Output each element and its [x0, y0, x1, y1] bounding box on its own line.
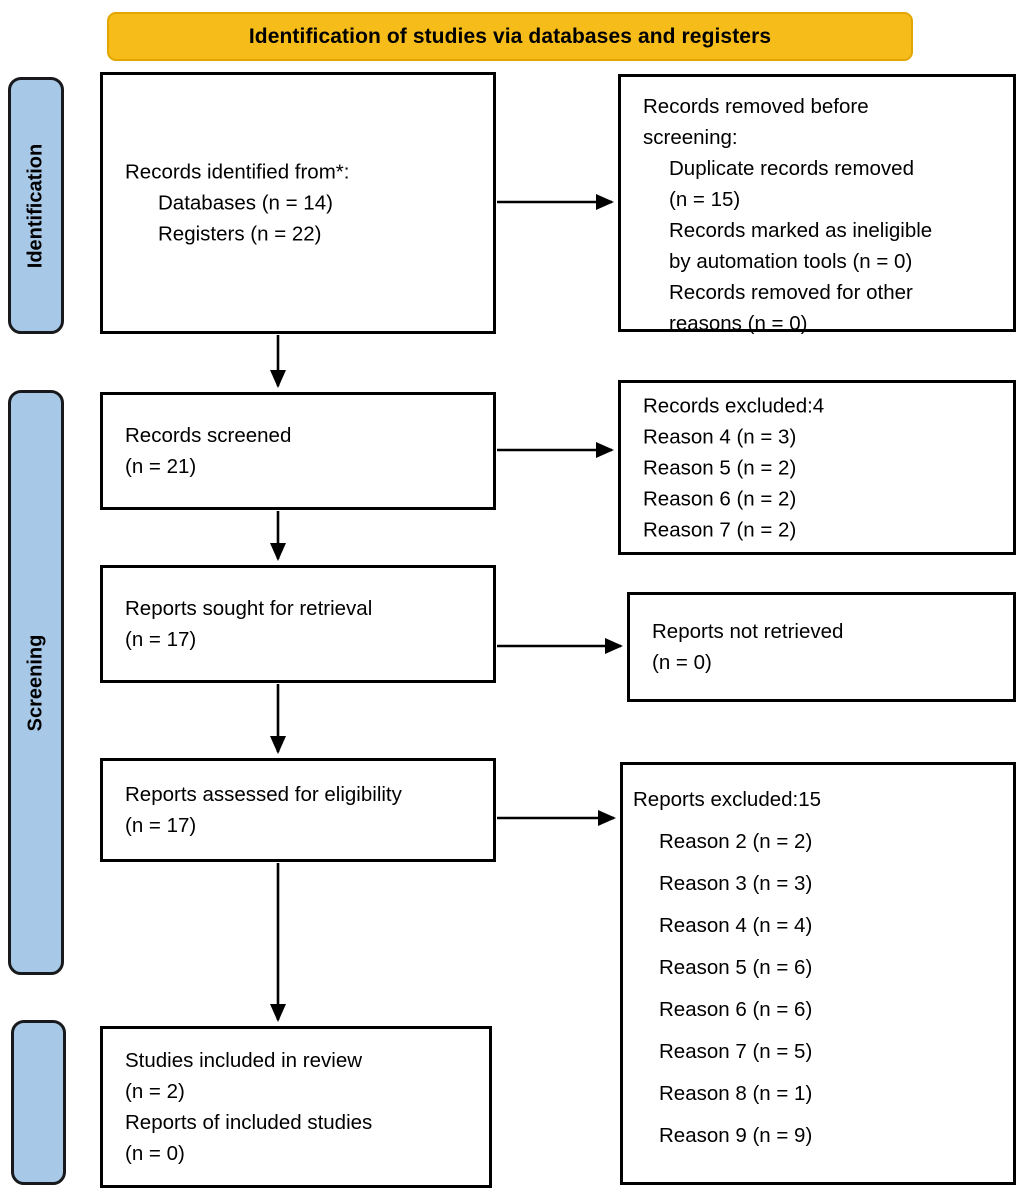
box-reports-sought-for-retrieval: Reports sought for retrieval (n = 17): [100, 565, 496, 683]
stage-rail-identification: Identification: [8, 77, 64, 334]
text-line: (n = 21): [125, 455, 197, 478]
text-line: by automation tools (n = 0): [669, 250, 913, 273]
text-line: Reason 5 (n = 6): [659, 956, 813, 979]
text-line: Reason 8 (n = 1): [659, 1082, 813, 1105]
box-records-removed-before-screening: Records removed before screening: Duplic…: [618, 74, 1016, 335]
box-records-excluded: Records excluded:4 Reason 4 (n = 3) Reas…: [618, 380, 1016, 555]
text-segment-italic: before: [810, 95, 869, 118]
text-line: Reports not retrieved: [652, 620, 844, 643]
box-records-screened: Records screened (n = 21): [100, 392, 496, 510]
records-excluded-header: Records excluded:4: [643, 394, 825, 417]
text-segment: :: [731, 126, 738, 149]
text-line: Studies included in review: [125, 1049, 363, 1072]
text-line: Reason 3 (n = 3): [659, 872, 813, 895]
diagram-title: Identification of studies via databases …: [248, 24, 772, 48]
stage-rail-included: [11, 1020, 66, 1185]
text-line: (n = 2): [125, 1080, 185, 1103]
text-line: (n = 0): [125, 1142, 185, 1165]
box-reports-assessed-for-eligibility: Reports assessed for eligibility (n = 17…: [100, 758, 496, 862]
text-line: Reports assessed for eligibility: [125, 783, 402, 806]
stage-label-screening: Screening: [24, 634, 47, 731]
text-line: Reason 5 (n = 2): [643, 456, 797, 479]
text-line: Records screened: [125, 424, 292, 447]
text-line: Reason 7 (n = 5): [659, 1040, 813, 1063]
text-line: (n = 17): [125, 628, 197, 651]
box-records-screened-content: Records screened (n = 21): [125, 420, 485, 482]
text-line: Duplicate records removed: [669, 157, 914, 180]
text-line: Records removed for other: [669, 281, 913, 304]
box-records-identified: Records identified from*: Databases (n =…: [100, 72, 496, 334]
box-reports-excluded-content: Reports excluded:15 Reason 2 (n = 2) Rea…: [633, 779, 1005, 1157]
text-line: Reason 6 (n = 2): [643, 487, 797, 510]
box-reports-excluded: Reports excluded:15 Reason 2 (n = 2) Rea…: [620, 762, 1016, 1185]
diagram-title-banner: Identification of studies via databases …: [107, 12, 913, 61]
reports-excluded-header: Reports excluded:15: [633, 788, 822, 811]
text-segment-italic: screening: [643, 126, 732, 149]
text-line: Reason 6 (n = 6): [659, 998, 813, 1021]
text-line: (n = 17): [125, 814, 197, 837]
text-line: Records removed before: [643, 91, 1005, 122]
box-studies-included-in-review: Studies included in review (n = 2) Repor…: [100, 1026, 492, 1188]
text-line: (n = 0): [652, 651, 712, 674]
text-line: Records identified from*:: [125, 160, 350, 184]
text-line: Databases (n = 14): [158, 191, 333, 215]
text-line: Reports of included studies: [125, 1111, 373, 1134]
box-records-identified-content: Records identified from*: Databases (n =…: [125, 157, 485, 250]
text-line: Reason 4 (n = 3): [643, 425, 797, 448]
text-line: Reason 4 (n = 4): [659, 914, 813, 937]
box-reports-not-retrieved-content: Reports not retrieved (n = 0): [652, 616, 1005, 678]
text-line: Records marked as ineligible: [669, 219, 933, 242]
text-line: Reason 7 (n = 2): [643, 518, 797, 541]
box-records-excluded-content: Records excluded:4 Reason 4 (n = 3) Reas…: [643, 390, 1005, 545]
box-reports-not-retrieved: Reports not retrieved (n = 0): [627, 592, 1016, 702]
text-line: Reason 9 (n = 9): [659, 1124, 813, 1147]
text-line: Reason 2 (n = 2): [659, 830, 813, 853]
text-line: Reports sought for retrieval: [125, 597, 373, 620]
text-line: Registers (n = 22): [158, 222, 322, 246]
text-line: (n = 15): [669, 188, 741, 211]
text-line: screening:: [643, 122, 1005, 153]
box-reports-sought-content: Reports sought for retrieval (n = 17): [125, 593, 485, 655]
box-records-removed-content: Records removed before screening: Duplic…: [643, 91, 1005, 339]
stage-label-identification: Identification: [24, 143, 47, 268]
text-line: reasons (n = 0): [669, 312, 808, 335]
stage-rail-screening: Screening: [8, 390, 64, 975]
box-studies-included-content: Studies included in review (n = 2) Repor…: [125, 1045, 481, 1169]
box-reports-assessed-content: Reports assessed for eligibility (n = 17…: [125, 779, 485, 841]
text-segment: Records removed: [643, 95, 811, 118]
